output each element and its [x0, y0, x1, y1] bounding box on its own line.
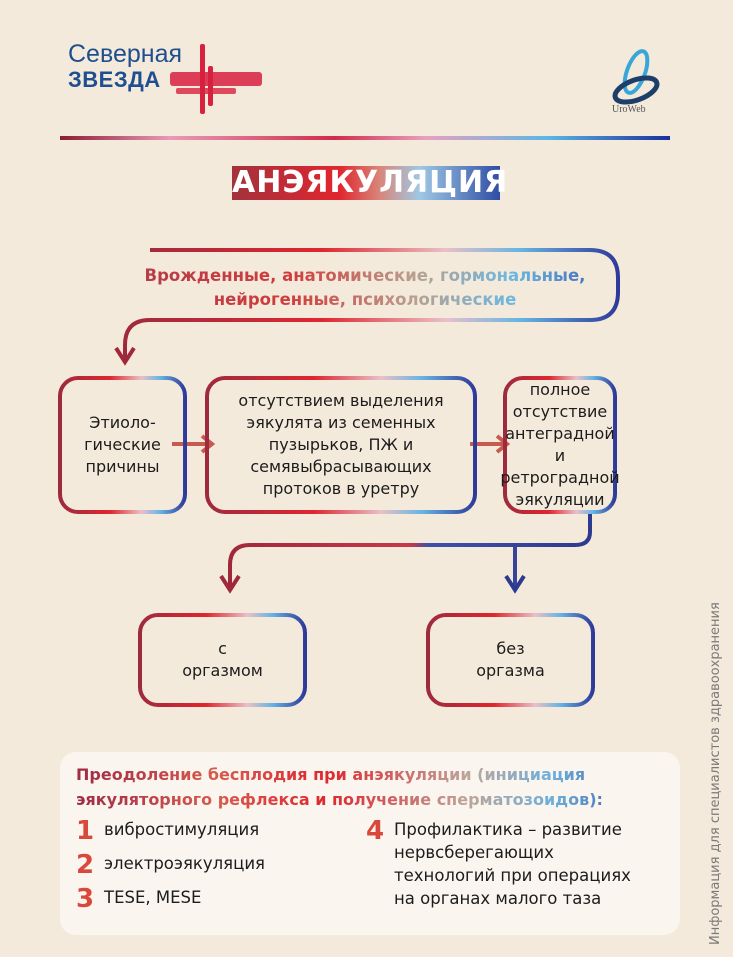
number-1: 1	[76, 816, 95, 846]
item-text: вибростимуляция	[104, 820, 260, 839]
treatment-item: 4 Профилактика – развитие нервсберегающих…	[366, 818, 656, 910]
number-2: 2	[76, 850, 95, 880]
page-title: АНЭЯКУЛЯЦИЯ	[232, 165, 509, 200]
box-complete-text: полное отсутствие антеградной и ретрогра…	[500, 380, 620, 509]
treatment-item: 3 TESE, MESE	[76, 886, 201, 912]
box-etiology: Этиоло- гические причины	[62, 380, 183, 510]
logo-dots-icon	[170, 44, 262, 114]
gradient-divider	[60, 136, 670, 140]
arrow-with-orgasm	[219, 574, 241, 594]
box-absence: отсутствием выделения эякулята из семенн…	[209, 380, 473, 510]
uroweb-logo-text: UroWeb	[612, 104, 646, 115]
treatment-item: 2 электроэякуляция	[76, 852, 265, 878]
logo-line1: Северная	[68, 40, 183, 68]
number-3: 3	[76, 884, 95, 914]
arrow-without-orgasm	[504, 574, 526, 594]
number-4: 4	[366, 816, 385, 846]
box-etiology-text: Этиоло- гические причины	[84, 413, 161, 476]
box-without-orgasm-text: без оргазма	[476, 639, 545, 680]
box-with-orgasm: с оргазмом	[142, 617, 303, 703]
box-complete: полное отсутствие антеградной и ретрогра…	[500, 380, 619, 510]
item-text: электроэякуляция	[104, 854, 265, 873]
uroweb-logo-icon	[612, 49, 660, 105]
box-absence-text: отсутствием выделения эякулята из семенн…	[238, 391, 444, 498]
treatment-heading: Преодоление бесплодия при анэякуляции (и…	[76, 762, 636, 812]
causes-text: Врожденные, анатомические, гормональные,…	[120, 264, 610, 312]
box-without-orgasm: без оргазма	[430, 617, 591, 703]
causes-loop	[123, 248, 620, 360]
split-connector	[228, 512, 592, 588]
box-with-orgasm-text: с оргазмом	[182, 639, 263, 680]
causes-line2: нейрогенные, психологические	[213, 290, 517, 309]
logo-line2: ЗВЕЗДА	[68, 67, 161, 92]
side-note: Информация для специалистов здравоохране…	[708, 602, 723, 945]
treatment-item: 1 вибростимуляция	[76, 818, 259, 844]
severnaya-zvezda-logo: Северная ЗВЕЗДА	[68, 42, 182, 91]
arrow-to-etiology	[114, 346, 136, 366]
box-borders	[58, 376, 617, 707]
treatment-panel	[60, 752, 680, 935]
item-text: Профилактика – развитие нервсберегающих …	[394, 820, 631, 908]
item-text: TESE, MESE	[104, 888, 202, 907]
causes-line1: Врожденные, анатомические, гормональные,	[144, 266, 586, 285]
